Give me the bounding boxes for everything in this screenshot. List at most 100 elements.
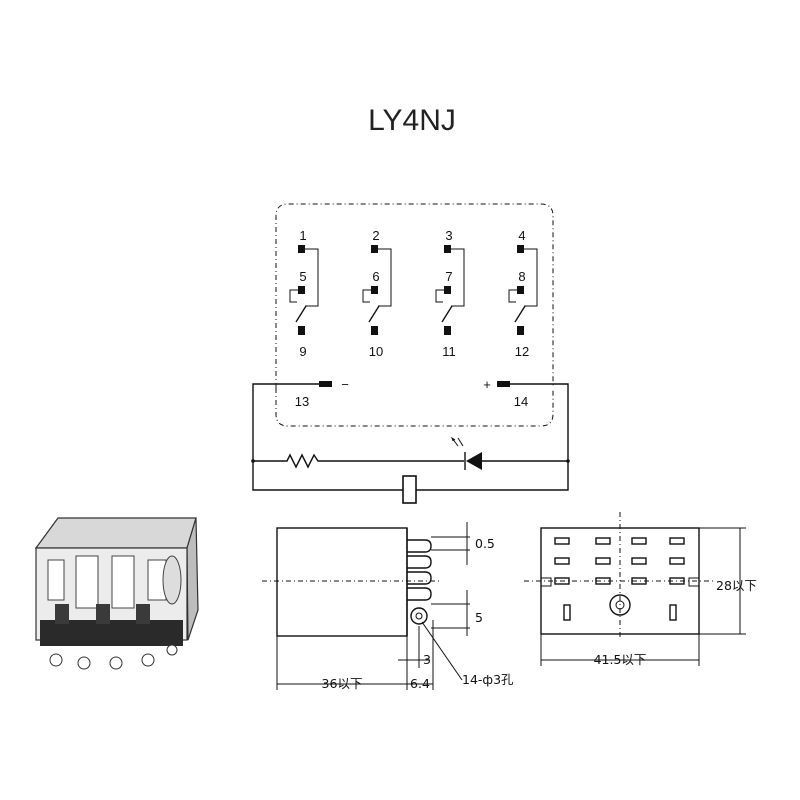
contact-set-4: 4 8 12 bbox=[508, 228, 538, 359]
dim-pin-offset: 3 bbox=[423, 652, 431, 667]
terminal-10 bbox=[371, 326, 378, 335]
pin-slot bbox=[631, 557, 647, 565]
junction-dot-left bbox=[251, 459, 255, 463]
terminal-label-1: 1 bbox=[299, 228, 306, 243]
bottom-notch-right bbox=[688, 577, 700, 587]
terminal-label-4: 4 bbox=[518, 228, 525, 243]
terminal-label-9: 9 bbox=[299, 344, 306, 359]
relay-pin bbox=[49, 653, 63, 667]
led-diode-icon bbox=[466, 452, 482, 470]
coil-negative-sign: − bbox=[341, 377, 349, 392]
enclosure-outline-lower bbox=[275, 388, 554, 427]
terminal-7 bbox=[444, 286, 451, 294]
terminal-label-14: 14 bbox=[514, 394, 528, 409]
mounting-hole-inner bbox=[415, 612, 423, 620]
side-pin bbox=[407, 555, 432, 569]
side-pin bbox=[407, 539, 432, 553]
terminal-label-7: 7 bbox=[445, 269, 452, 284]
coil-pin-slot bbox=[669, 604, 677, 621]
side-pin bbox=[407, 571, 432, 585]
hole-leader bbox=[421, 621, 463, 681]
pin-slot bbox=[669, 537, 685, 545]
terminal-label-13: 13 bbox=[295, 394, 309, 409]
junction-dot-right bbox=[566, 459, 570, 463]
relay-pin bbox=[109, 656, 123, 670]
enclosure-outline bbox=[275, 203, 554, 388]
nc-lead-4 bbox=[508, 289, 517, 303]
nc-lead-3 bbox=[435, 289, 444, 303]
terminal-13 bbox=[319, 381, 332, 387]
coil-wire-right bbox=[416, 383, 569, 491]
terminal-label-12: 12 bbox=[515, 344, 529, 359]
light-emission-icon bbox=[451, 436, 464, 447]
relay-pin bbox=[141, 653, 155, 667]
relay-base-post bbox=[55, 604, 69, 624]
common-lead-3 bbox=[451, 248, 465, 307]
wiring-schematic: 1 5 9 2 6 10 3 7 bbox=[251, 203, 570, 504]
nc-lead-1 bbox=[289, 289, 298, 303]
mounting-hole bbox=[410, 607, 428, 625]
coil-pin-slot bbox=[563, 604, 571, 621]
dim-body-depth: 36以下 bbox=[322, 676, 363, 691]
contact-set-1: 1 5 9 bbox=[289, 228, 319, 359]
terminal-14 bbox=[497, 381, 510, 387]
relay-case-top bbox=[34, 517, 197, 549]
relay-photo bbox=[34, 517, 199, 670]
relay-contact-arm bbox=[47, 559, 65, 601]
terminal-4 bbox=[517, 245, 524, 253]
terminal-6 bbox=[371, 286, 378, 294]
bottom-notch-left bbox=[540, 577, 552, 587]
terminal-label-10: 10 bbox=[369, 344, 383, 359]
center-screw-icon bbox=[609, 594, 631, 616]
terminal-label-8: 8 bbox=[518, 269, 525, 284]
relay-contact-arm bbox=[75, 555, 99, 609]
relay-case-side bbox=[186, 517, 199, 641]
pin-slot bbox=[595, 537, 611, 545]
relay-coil bbox=[162, 555, 182, 605]
dim-pin-pitch: 5 bbox=[475, 610, 483, 625]
relay-base-post bbox=[96, 604, 110, 624]
nc-lead-2 bbox=[362, 289, 371, 303]
side-pin bbox=[407, 587, 432, 601]
relay-base-post bbox=[136, 604, 150, 624]
terminal-11 bbox=[444, 326, 451, 335]
terminal-label-2: 2 bbox=[372, 228, 379, 243]
terminal-1 bbox=[298, 245, 305, 253]
relay-contact-arm bbox=[111, 555, 135, 609]
side-view: 0.5 5 3 36以下 6.4 14-ф3孔 bbox=[262, 522, 514, 691]
dim-pin-length: 6.4 bbox=[410, 676, 430, 691]
terminal-label-11: 11 bbox=[442, 344, 456, 359]
common-lead-2 bbox=[378, 248, 392, 307]
terminal-2 bbox=[371, 245, 378, 253]
contact-set-2: 2 6 10 bbox=[362, 228, 392, 359]
pin-slot bbox=[595, 557, 611, 565]
dim-hole-spec: 14-ф3孔 bbox=[462, 672, 514, 687]
relay-pin bbox=[77, 656, 91, 670]
terminal-label-6: 6 bbox=[372, 269, 379, 284]
pin-slot bbox=[631, 537, 647, 545]
pin-slot bbox=[554, 537, 570, 545]
switch-blade-1 bbox=[295, 305, 307, 323]
switch-blade-4 bbox=[514, 305, 526, 323]
relay-base bbox=[40, 620, 183, 646]
terminal-3 bbox=[444, 245, 451, 253]
coil-positive-sign: + bbox=[483, 377, 491, 392]
resistor-icon bbox=[253, 453, 464, 469]
common-lead-4 bbox=[524, 248, 538, 307]
page-title: LY4NJ bbox=[368, 104, 456, 137]
switch-blade-3 bbox=[441, 305, 453, 323]
pin-slot bbox=[669, 557, 685, 565]
relay-pin bbox=[166, 644, 178, 656]
coil-symbol bbox=[402, 475, 417, 504]
side-body bbox=[276, 527, 408, 637]
terminal-label-3: 3 bbox=[445, 228, 452, 243]
common-lead-1 bbox=[305, 248, 319, 307]
bottom-view: 41.5以下 28以下 bbox=[524, 512, 757, 667]
terminal-9 bbox=[298, 326, 305, 335]
dim-body-height: 28以下 bbox=[716, 578, 757, 593]
switch-blade-2 bbox=[368, 305, 380, 323]
terminal-label-5: 5 bbox=[299, 269, 306, 284]
pin-slot bbox=[554, 557, 570, 565]
terminal-8 bbox=[517, 286, 524, 294]
